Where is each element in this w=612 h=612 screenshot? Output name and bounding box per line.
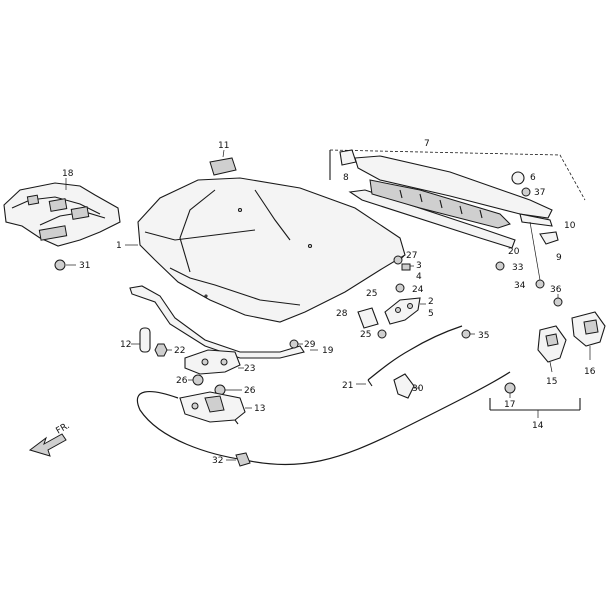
label-21: 21 — [342, 381, 353, 391]
hood-seal-part — [129, 285, 318, 359]
label-10: 10 — [564, 221, 576, 231]
label-23: 23 — [244, 364, 255, 374]
hood-pad-part — [209, 149, 237, 176]
label-13: 13 — [254, 404, 265, 414]
label-6: 6 — [530, 173, 536, 183]
label-30: 30 — [412, 384, 424, 394]
nut-22-part — [154, 343, 172, 357]
label-27: 27 — [406, 251, 417, 261]
under-cover-part — [3, 182, 121, 247]
release-lever-group — [489, 311, 606, 418]
front-direction-arrow — [28, 433, 67, 457]
hood-hinge-part — [384, 297, 426, 325]
label-32: 32 — [212, 456, 223, 466]
label-3: 3 — [416, 261, 422, 271]
hood-panel-part — [125, 177, 406, 323]
label-16: 16 — [584, 367, 596, 377]
label-19: 19 — [322, 346, 334, 356]
label-26a: 26 — [176, 376, 188, 386]
label-15: 15 — [546, 377, 557, 387]
label-28a: 28 — [336, 309, 348, 319]
label-34: 34 — [514, 281, 526, 291]
label-8: 8 — [343, 173, 349, 183]
label-33: 33 — [512, 263, 523, 273]
bolt-26a-part — [188, 374, 204, 386]
label-14: 14 — [532, 421, 544, 431]
label-17: 17 — [504, 400, 515, 410]
label-18: 18 — [62, 169, 74, 179]
grommet-35-part — [461, 329, 475, 339]
label-7: 7 — [424, 139, 430, 149]
stay-bracket-part — [357, 307, 379, 329]
bolt-25b-part — [377, 329, 387, 339]
label-35: 35 — [478, 331, 489, 341]
clip-3-4-part — [401, 263, 414, 271]
label-12: 12 — [120, 340, 131, 350]
label-11: 11 — [218, 141, 229, 151]
label-20: 20 — [508, 247, 520, 257]
label-31: 31 — [79, 261, 90, 271]
bolt-27-part — [393, 255, 405, 265]
front-direction-label: FR. — [55, 421, 72, 437]
support-rod-part — [356, 325, 463, 387]
stopper-12-part — [131, 327, 151, 353]
label-24: 24 — [412, 285, 424, 295]
label-1: 1 — [116, 241, 122, 251]
label-9: 9 — [556, 253, 562, 263]
label-22: 22 — [174, 346, 185, 356]
label-36: 36 — [550, 285, 562, 295]
bolt-24-part — [395, 283, 405, 293]
label-25a: 25 — [366, 289, 377, 299]
cowl-top-group — [329, 149, 586, 289]
label-26b: 26 — [244, 386, 256, 396]
clip-31-part — [54, 259, 76, 271]
clip-32-part — [226, 452, 251, 467]
grommet-29-part — [289, 339, 303, 349]
hood-lock-part — [179, 391, 252, 425]
release-cable — [136, 371, 511, 466]
label-37: 37 — [534, 188, 545, 198]
rod-holder-part — [393, 373, 420, 399]
latch-bracket-part — [184, 349, 244, 375]
label-4: 4 — [416, 272, 422, 282]
label-29: 29 — [304, 340, 316, 350]
label-5: 5 — [428, 309, 434, 319]
label-25b: 25 — [360, 330, 371, 340]
bolt-36-part — [553, 294, 563, 307]
bolt-26b-part — [214, 384, 242, 396]
label-2: 2 — [428, 297, 434, 307]
